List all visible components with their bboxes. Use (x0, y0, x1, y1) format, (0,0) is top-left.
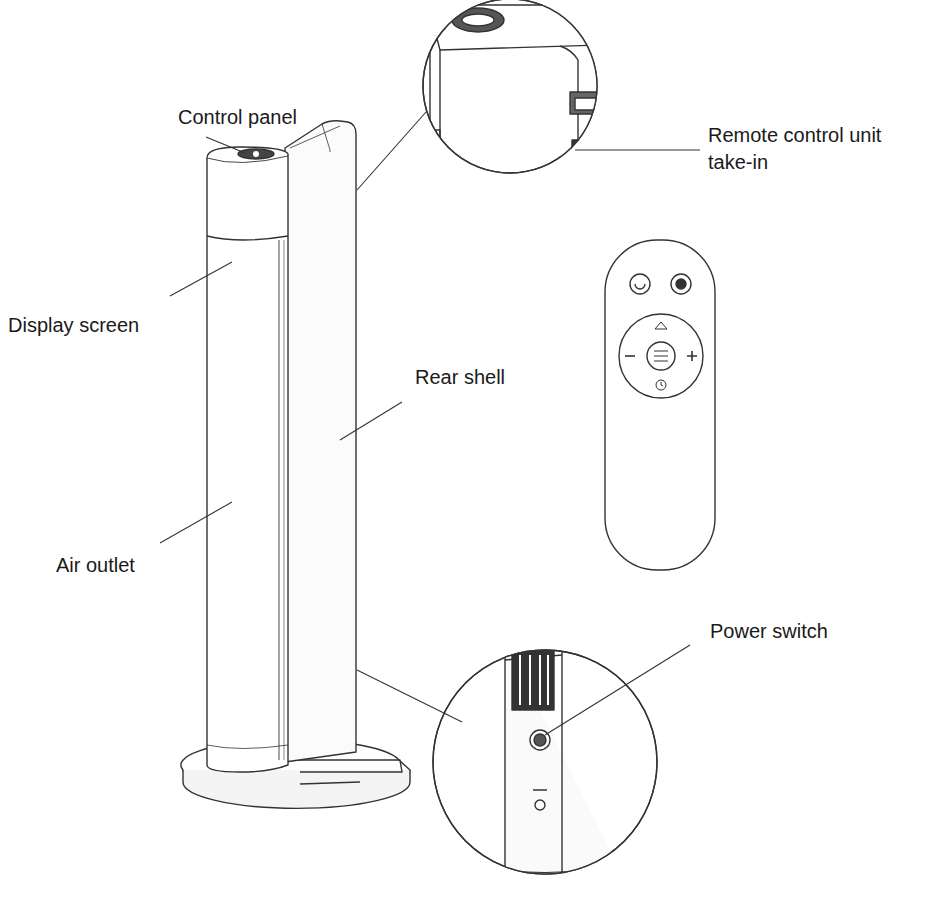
remote-control (605, 240, 715, 570)
part-label: Power switch (710, 618, 910, 645)
rear-shell (285, 121, 356, 762)
part-label: Rear shell (415, 364, 615, 391)
zoom-bottom (433, 640, 660, 880)
part-label: Remote control unit take-in (708, 122, 908, 176)
front-column (207, 147, 288, 772)
part-label: Control panel (178, 104, 378, 131)
zoom-top (423, 0, 602, 200)
part-label: Display screen (8, 312, 208, 339)
part-label: Air outlet (56, 552, 256, 579)
control-panel (238, 149, 274, 159)
leader-lines (160, 112, 700, 735)
